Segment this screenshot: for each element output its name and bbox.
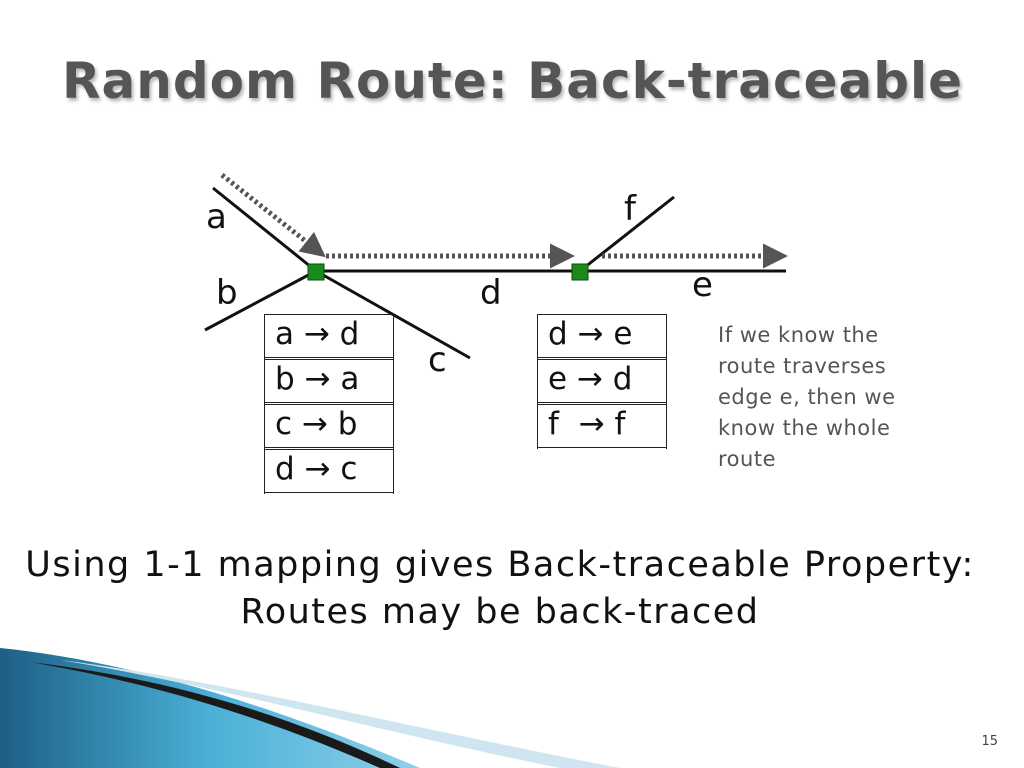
caption-line-1: Using 1-1 mapping gives Back-traceable P… bbox=[25, 545, 975, 585]
table-row: d → c bbox=[265, 449, 393, 493]
label-e: e bbox=[692, 265, 713, 305]
decorative-swoosh bbox=[0, 648, 620, 768]
table-row: a → d bbox=[265, 314, 393, 358]
label-d: d bbox=[480, 273, 502, 313]
edge-b bbox=[204, 269, 317, 332]
mapping-table-node-1: a → d b → a c → b d → c bbox=[264, 314, 394, 494]
edge-f bbox=[579, 195, 675, 273]
route-arrow-a bbox=[220, 173, 326, 258]
edge-a bbox=[212, 186, 317, 273]
node-2 bbox=[571, 263, 589, 281]
label-a: a bbox=[206, 197, 227, 237]
table-row: c → b bbox=[265, 404, 393, 448]
mapping-table-node-2: d → e e → d f → f bbox=[537, 314, 667, 449]
caption-line-2: Routes may be back-traced bbox=[240, 592, 760, 632]
table-row: e → d bbox=[538, 359, 666, 403]
label-b: b bbox=[216, 273, 238, 313]
page-number: 15 bbox=[981, 734, 998, 749]
slide-title: Random Route: Back-traceable bbox=[62, 52, 964, 110]
table-row: f → f bbox=[538, 404, 666, 448]
node-1 bbox=[307, 263, 325, 281]
table-row: b → a bbox=[265, 359, 393, 403]
label-c: c bbox=[428, 340, 447, 380]
explanation-note: If we know the route traverses edge e, t… bbox=[718, 323, 896, 471]
table-row: d → e bbox=[538, 314, 666, 358]
label-f: f bbox=[624, 189, 636, 229]
